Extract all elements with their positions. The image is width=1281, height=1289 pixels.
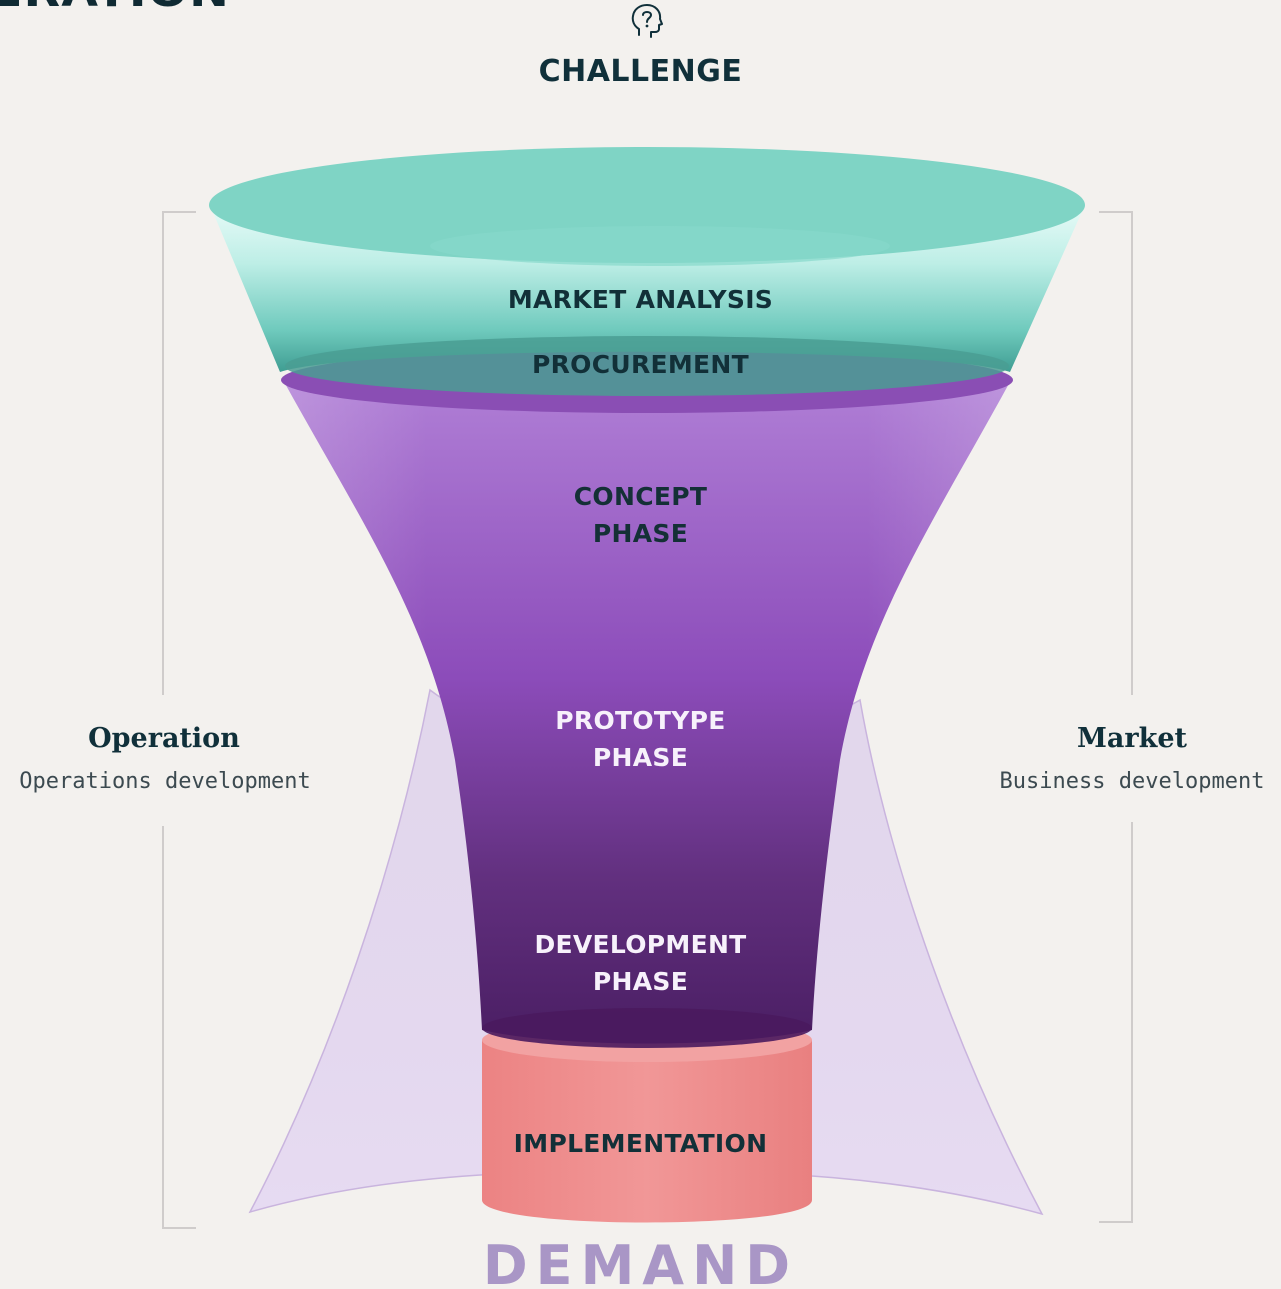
demand-label: DEMAND [482, 1234, 799, 1289]
right-bracket [1099, 211, 1133, 1223]
stage-implementation: IMPLEMENTATION [513, 1129, 768, 1158]
stage-development-line1: DEVELOPMENT [534, 930, 747, 959]
teal-rim [209, 147, 1085, 263]
left-bracket [162, 211, 196, 1229]
stage-concept-line2: PHASE [592, 519, 689, 548]
stage-market-analysis: MARKET ANALYSIS [507, 285, 774, 314]
stage-prototype-line2: PHASE [592, 743, 689, 772]
stage-development-line2: PHASE [592, 967, 689, 996]
left-subtitle: Operations development [19, 769, 311, 794]
stage-prototype-line1: PROTOTYPE [555, 706, 726, 735]
page-title-fragment: ERATION [0, 0, 230, 17]
stage-concept-line1: CONCEPT [573, 482, 708, 511]
left-title: Operation [88, 723, 240, 754]
head-question-icon [631, 4, 663, 38]
right-title: Market [1077, 723, 1187, 754]
right-subtitle: Business development [999, 769, 1265, 794]
stage-procurement: PROCUREMENT [531, 350, 750, 379]
challenge-label: CHALLENGE [538, 54, 743, 89]
implementation-cylinder [482, 1040, 812, 1223]
